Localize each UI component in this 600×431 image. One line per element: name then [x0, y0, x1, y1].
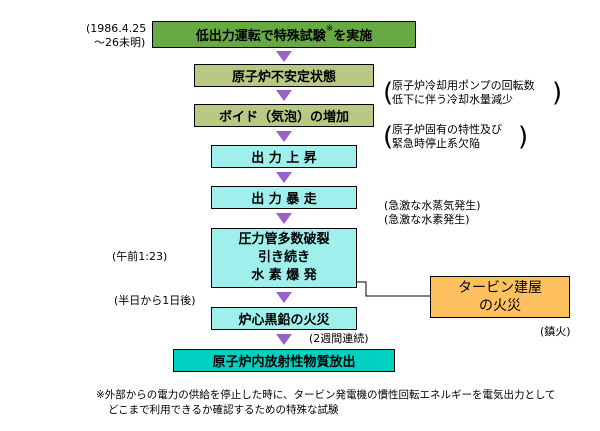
step-power-rise: 出 力 上 昇: [211, 145, 357, 168]
note1-open-paren: (: [383, 78, 394, 108]
footnote: ※外部からの電力の供給を停止した時に、タービン発電機の慣性回転エネルギーを電気出…: [96, 388, 556, 418]
step-graphite-fire: 炉心黒鉛の火災: [211, 307, 357, 330]
flow-arrow-6: [276, 292, 292, 303]
step-special-test-suffix: を実施: [333, 29, 373, 44]
fire-duration-text: (2週間連続): [309, 332, 369, 345]
fire-duration-note: (2週間連続): [309, 332, 369, 346]
step-reactor-unstable: 原子炉不安定状態: [194, 64, 374, 87]
duration-note: (半日から1日後): [114, 294, 196, 308]
note-hydrogen-surge: (急激な水素発生): [384, 213, 470, 226]
turbine-building-fire: タービン建屋 の火災: [430, 276, 570, 318]
step-rupture-line1: 圧力管多数破裂: [238, 232, 330, 247]
note-pump-slowdown: 原子炉冷却用ポンプの回転数 低下に伴う冷却水量減少: [392, 79, 535, 107]
step-power-rise-label: 出 力 上 昇: [251, 151, 317, 166]
note-design-line1: 原子炉固有の特性及び: [392, 123, 502, 136]
note-pump-line1: 原子炉冷却用ポンプの回転数: [392, 79, 535, 92]
note1-close-paren: ): [552, 78, 563, 108]
date-line1: (1986.4.25: [86, 22, 147, 35]
step-void-increase: ボイド（気泡）の増加: [194, 104, 374, 127]
step-power-runaway: 出 力 暴 走: [211, 186, 357, 209]
step-special-test: 低出力運転で特殊試験※を実施: [152, 21, 416, 48]
date-line2: ～26未明): [94, 36, 146, 49]
flow-arrow-4: [276, 172, 292, 183]
note-design-line2: 緊急時停止系欠陥: [392, 137, 480, 150]
flow-arrow-3: [276, 131, 292, 142]
extinguished-note: (鎮火): [540, 325, 571, 339]
turbine-line1: タービン建屋: [458, 280, 542, 296]
note-steam-surge: (急激な水蒸気発生): [384, 199, 481, 212]
time-note: (午前1:23): [112, 250, 167, 264]
step-radioactive-release-label: 原子炉内放射性物質放出: [212, 355, 356, 370]
extinguished-text: (鎮火): [540, 325, 571, 338]
flow-arrow-1: [276, 51, 292, 62]
note2-open-paren: (: [383, 122, 394, 152]
step-reactor-unstable-label: 原子炉不安定状態: [231, 70, 336, 85]
note-runaway-causes: (急激な水蒸気発生) (急激な水素発生): [384, 199, 481, 227]
step-power-runaway-label: 出 力 暴 走: [251, 192, 317, 207]
footnote-line1: ※外部からの電力の供給を停止した時に、タービン発電機の慣性回転エネルギーを電気出…: [96, 389, 556, 401]
turbine-line2: の火災: [479, 298, 521, 314]
flow-arrow-7: [276, 334, 292, 345]
note-pump-line2: 低下に伴う冷却水量減少: [392, 93, 513, 106]
footnote-mark: ※: [325, 23, 334, 34]
step-radioactive-release: 原子炉内放射性物質放出: [173, 349, 395, 372]
time-note-text: (午前1:23): [112, 250, 168, 263]
step-pressure-tube-rupture: 圧力管多数破裂 引き続き 水 素 爆 発: [211, 228, 357, 288]
note-design-flaw: 原子炉固有の特性及び 緊急時停止系欠陥: [392, 123, 502, 151]
step-rupture-line2: 引き続き: [257, 250, 310, 265]
step-void-increase-label: ボイド（気泡）の増加: [218, 110, 349, 125]
step-special-test-label: 低出力運転で特殊試験: [195, 29, 326, 44]
step-graphite-fire-label: 炉心黒鉛の火災: [238, 313, 330, 328]
date-note: (1986.4.25 ～26未明): [86, 22, 146, 50]
duration-note-text: (半日から1日後): [114, 294, 196, 307]
footnote-line2: どこまで利用できるか確認するための特殊な試験: [108, 404, 339, 416]
note2-close-paren: ): [518, 122, 529, 152]
flow-arrow-5: [276, 213, 292, 224]
flow-arrow-2: [276, 90, 292, 101]
step-rupture-line3: 水 素 爆 発: [251, 268, 317, 283]
